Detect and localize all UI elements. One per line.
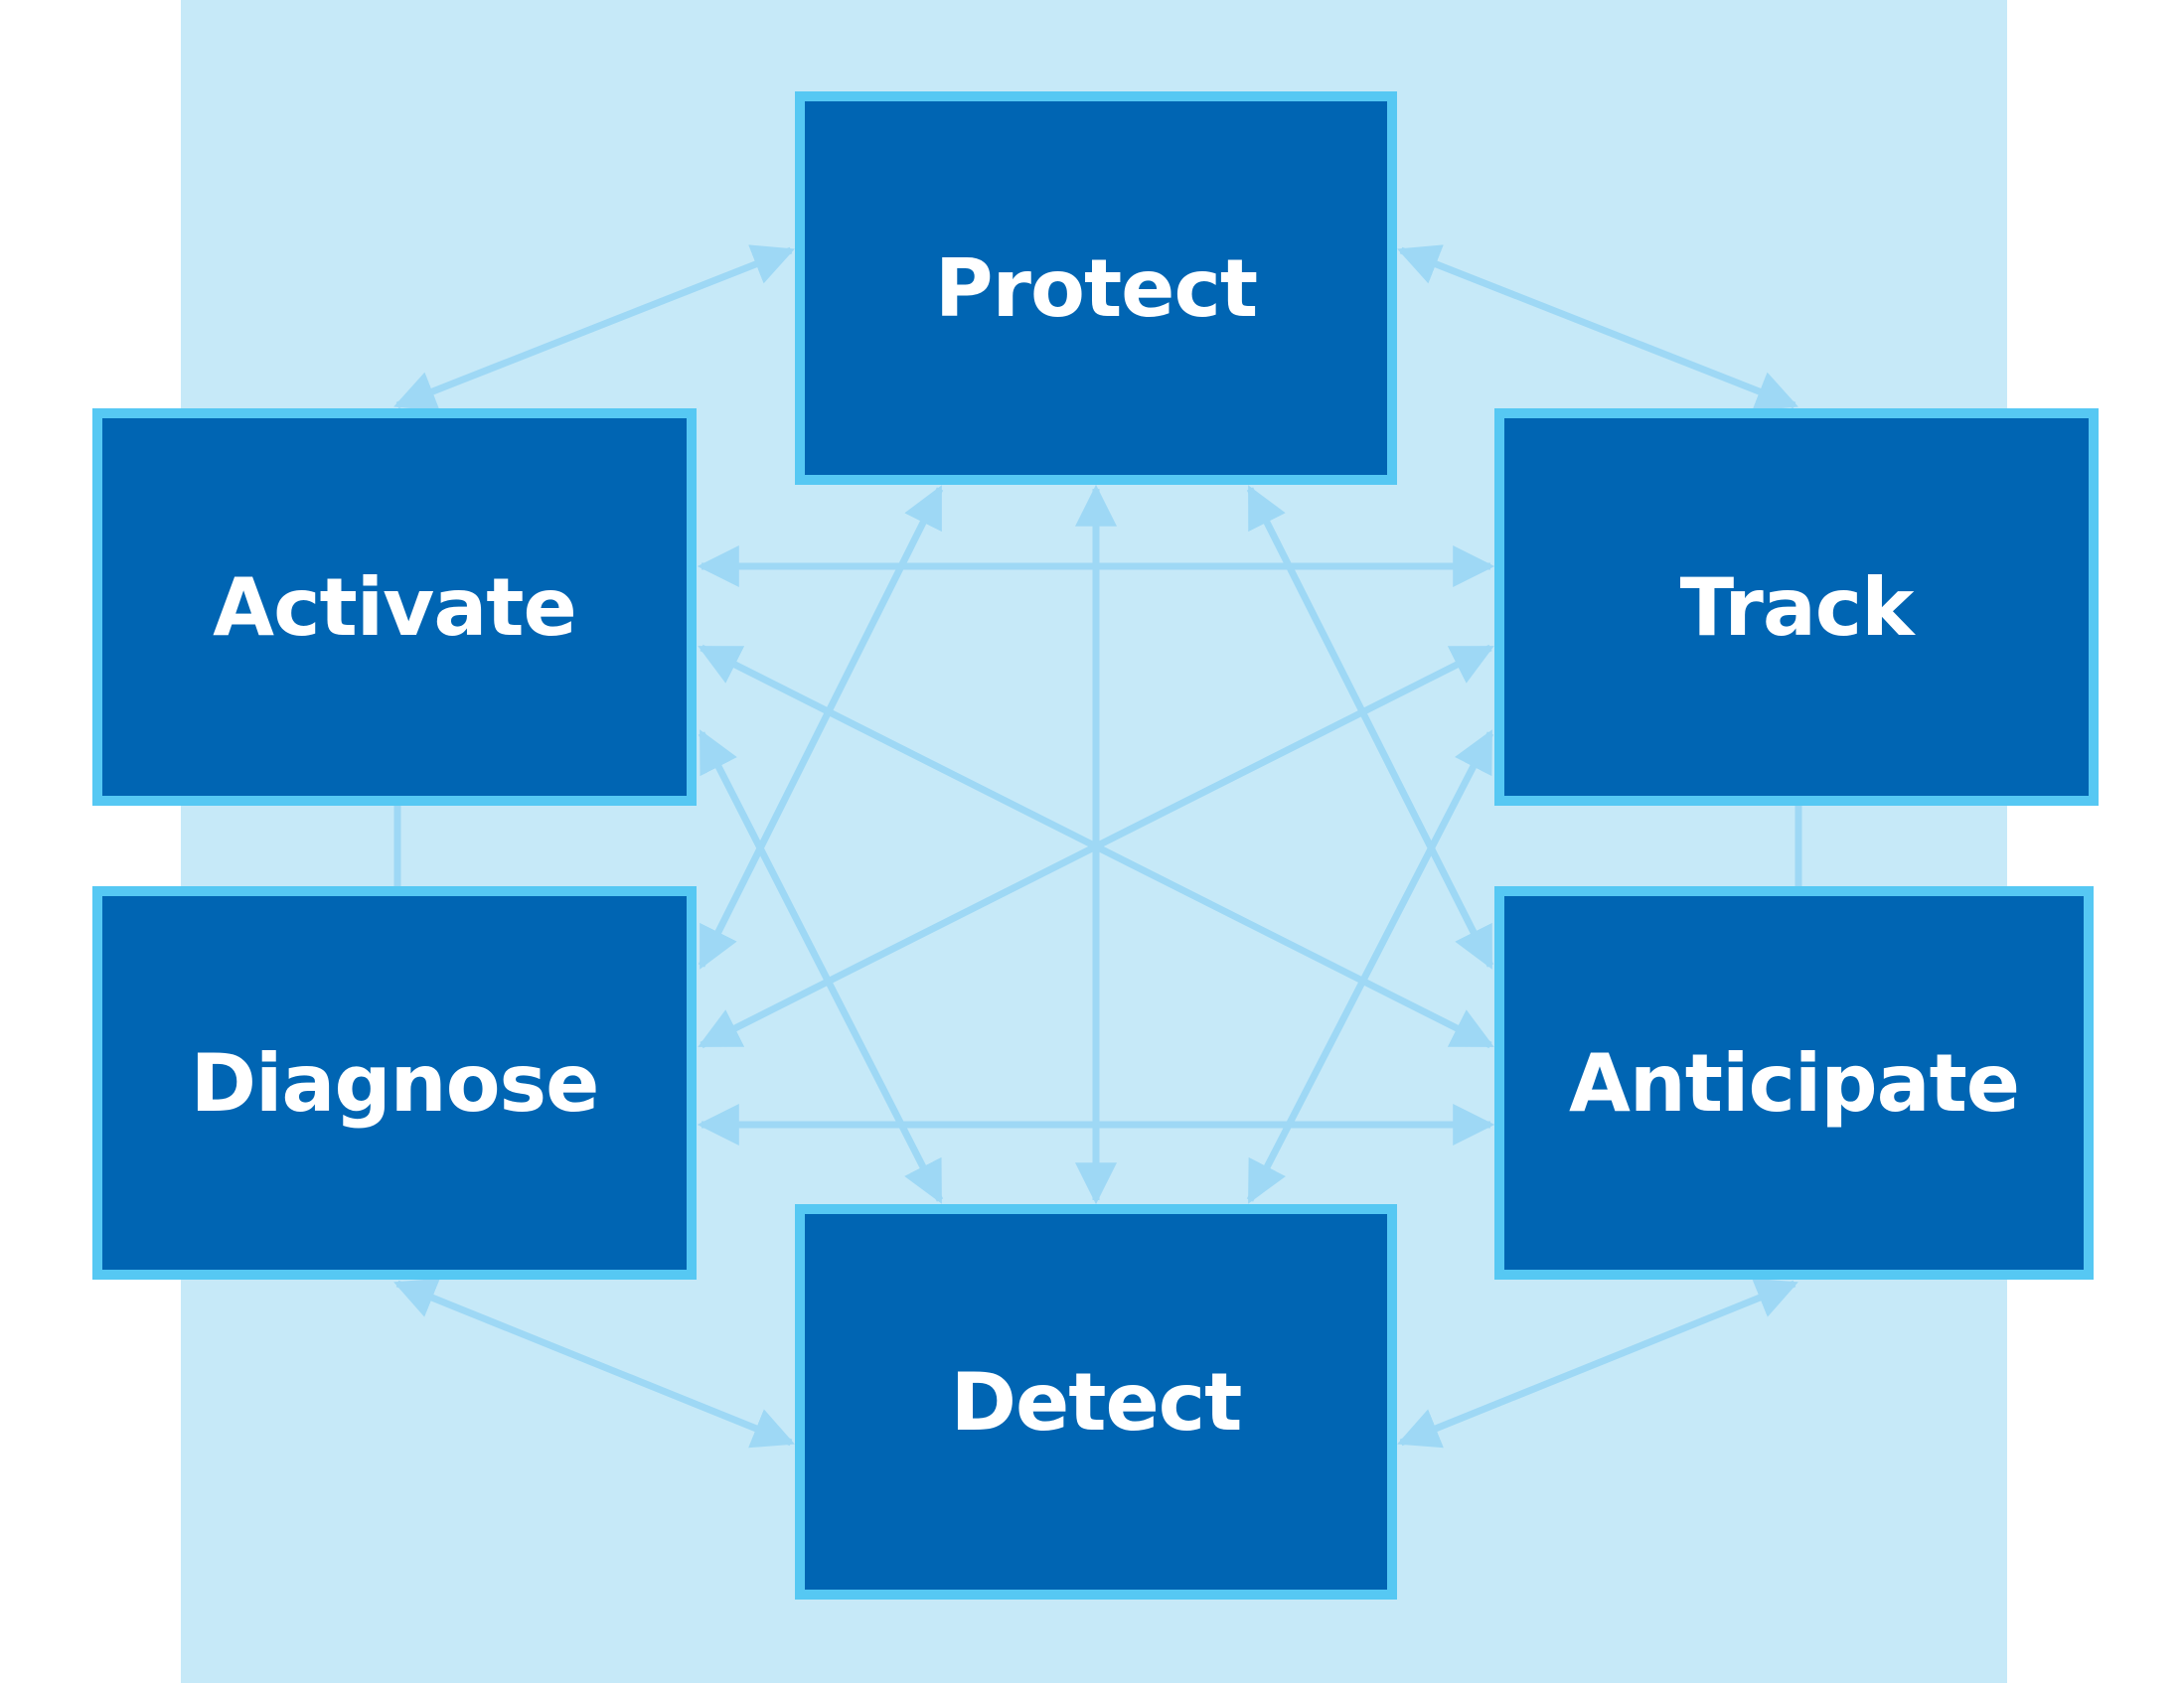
node-label-anticipate: Anticipate — [1568, 1036, 2020, 1130]
connector-protect-track — [1397, 244, 1798, 411]
connector-protect-activate — [393, 244, 795, 411]
node-label-detect: Detect — [950, 1355, 1243, 1449]
connector-protect-anticipate — [1246, 485, 1494, 970]
node-protect[interactable]: Protect — [795, 91, 1397, 485]
node-label-activate: Activate — [213, 560, 577, 654]
connector-activate-detect — [698, 729, 944, 1204]
node-label-diagnose: Diagnose — [190, 1036, 600, 1130]
node-detect[interactable]: Detect — [795, 1204, 1397, 1600]
node-label-track: Track — [1679, 560, 1915, 654]
connector-track-diagnose — [698, 644, 1494, 1049]
node-track[interactable]: Track — [1494, 408, 2099, 806]
connector-diagnose-detect — [393, 1278, 795, 1449]
node-activate[interactable]: Activate — [92, 408, 697, 806]
node-anticipate[interactable]: Anticipate — [1494, 886, 2094, 1280]
connector-protect-diagnose — [698, 485, 944, 970]
node-label-protect: Protect — [934, 241, 1258, 335]
connector-anticipate-detect — [1397, 1278, 1798, 1449]
node-diagnose[interactable]: Diagnose — [92, 886, 697, 1280]
connector-track-detect — [1246, 729, 1494, 1204]
